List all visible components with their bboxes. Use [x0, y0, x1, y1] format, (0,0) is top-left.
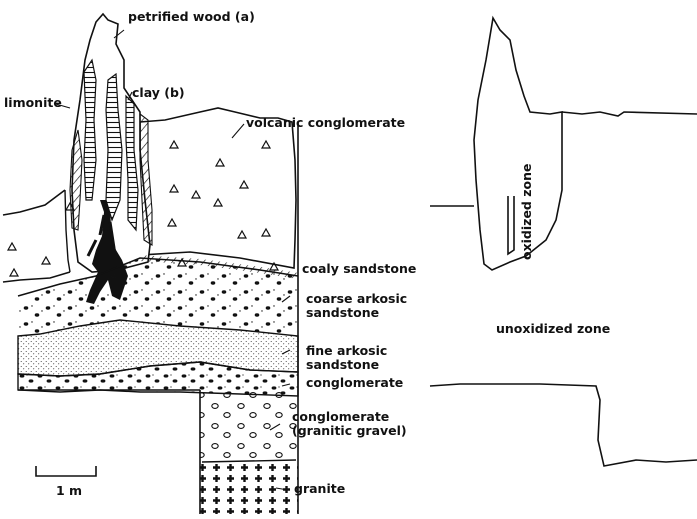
label-fine-arkosic-1: fine arkosic — [306, 344, 387, 358]
volcanic-left-outline — [3, 190, 70, 282]
label-fine-arkosic-2: sandstone — [306, 358, 379, 372]
label-limonite: limonite — [4, 96, 62, 110]
label-coarse-arkosic-1: coarse arkosic — [306, 292, 407, 306]
label-conglomerate: conglomerate — [306, 376, 403, 390]
label-petrified-wood: petrified wood (a) — [128, 10, 255, 24]
label-volcanic-conglomerate: volcanic conglomerate — [246, 116, 405, 130]
label-unoxidized-zone: unoxidized zone — [496, 322, 610, 336]
label-granite: granite — [294, 482, 345, 496]
right-zone-diagram — [430, 18, 697, 466]
volcanic-conglomerate-body — [140, 108, 296, 268]
label-scale: 1 m — [56, 484, 82, 498]
label-conglomerate-granitic-1: conglomerate — [292, 410, 389, 424]
scale-bar — [36, 466, 96, 476]
label-conglomerate-granitic-2: (granitic gravel) — [292, 424, 407, 438]
label-oxidized-zone: oxidized zone — [520, 164, 534, 260]
label-coarse-arkosic-2: sandstone — [306, 306, 379, 320]
unoxidized-top-boundary — [562, 112, 697, 116]
label-coaly-sandstone: coaly sandstone — [302, 262, 416, 276]
clay-band-1 — [84, 60, 96, 200]
oxidized-zone-outline — [474, 18, 562, 270]
granite — [200, 462, 298, 514]
granitic-gravel — [200, 390, 298, 462]
label-clay: clay (b) — [132, 86, 185, 100]
oxidized-zone-crack — [508, 196, 514, 254]
unoxidized-lower-boundary — [430, 384, 697, 466]
